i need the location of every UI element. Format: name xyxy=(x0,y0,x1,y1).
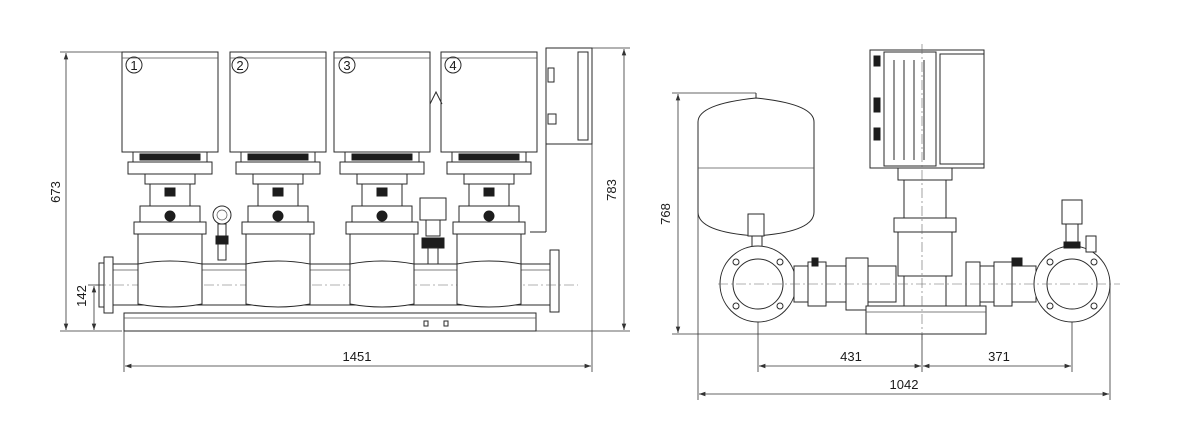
dimension-inlet-to-center: 431 xyxy=(757,322,923,372)
pump-unit-3 xyxy=(333,51,431,308)
dimension-motor-top-height: 673 xyxy=(48,51,122,332)
svg-text:1042: 1042 xyxy=(890,377,919,392)
control-box xyxy=(429,47,593,233)
svg-text:783: 783 xyxy=(604,179,619,201)
svg-text:673: 673 xyxy=(48,181,63,203)
pump-unit-2 xyxy=(229,51,327,308)
svg-text:768: 768 xyxy=(658,203,673,225)
svg-text:1451: 1451 xyxy=(343,349,372,364)
svg-text:142: 142 xyxy=(74,285,89,307)
pump-number-label-3: 3 xyxy=(338,56,356,74)
front-view: 1 2 3 4 673 142 xyxy=(48,47,630,372)
svg-text:1: 1 xyxy=(130,58,137,73)
pressure-switch xyxy=(419,197,447,265)
dimension-pipe-center-height: 142 xyxy=(74,284,104,330)
side-view: 768 431 371 1042 xyxy=(658,44,1120,400)
base-frame xyxy=(123,312,537,332)
dimension-side-overall-depth: 1042 xyxy=(697,212,1111,400)
svg-text:2: 2 xyxy=(236,58,243,73)
pump-number-label-4: 4 xyxy=(444,56,462,74)
pump-number-label-1: 1 xyxy=(125,56,143,74)
dimension-side-overall-height: 768 xyxy=(658,92,866,335)
dimension-overall-length: 1451 xyxy=(123,144,593,372)
pump-column xyxy=(865,44,987,340)
svg-text:4: 4 xyxy=(449,58,456,73)
svg-text:431: 431 xyxy=(840,349,862,364)
pump-unit-4 xyxy=(440,51,538,308)
svg-text:371: 371 xyxy=(988,349,1010,364)
pressure-gauge xyxy=(212,205,232,261)
svg-text:3: 3 xyxy=(343,58,350,73)
pump-unit-1 xyxy=(121,51,219,308)
pump-number-label-2: 2 xyxy=(231,56,249,74)
dimension-center-to-outlet: 371 xyxy=(923,322,1073,372)
pressure-vessel xyxy=(697,93,815,251)
dimension-overall-height: 783 xyxy=(536,47,630,332)
